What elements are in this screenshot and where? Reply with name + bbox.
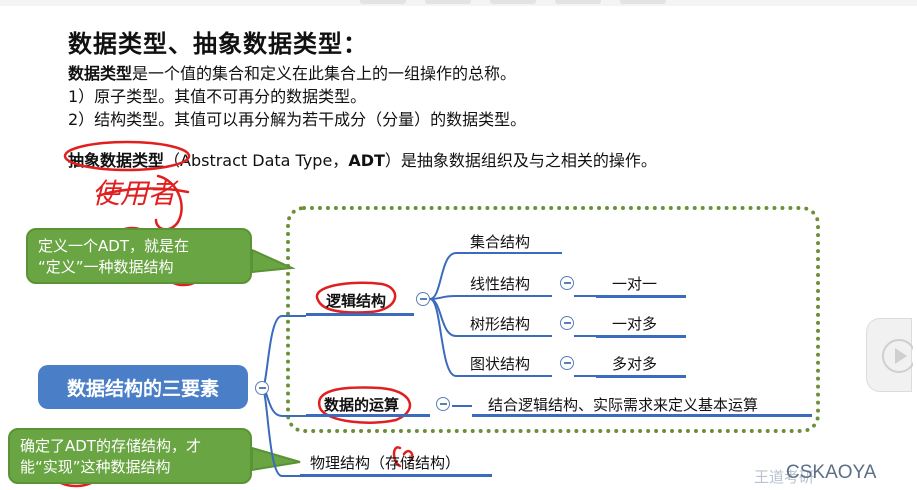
node-data-operation[interactable]: 数据的运算 (324, 396, 400, 414)
linear-collapse-icon[interactable] (560, 276, 574, 290)
node-physical-underline (300, 474, 492, 477)
callout-implement-line2: 能“实现”这种数据结构 (20, 458, 171, 476)
data-type-definition-text: 是一个值的集合和定义在此集合上的一组操作的总称。 (132, 64, 517, 83)
watermark-brand: CSKAOYA (786, 462, 877, 483)
callout-define-pointer (251, 248, 296, 274)
adt-definition: 抽象数据类型（Abstract Data Type，ADT）是抽象数据组织及与之… (68, 147, 657, 171)
adt-term: 抽象数据类型 (68, 151, 165, 170)
operation-note: 结合逻辑结构、实际需求来定义基本运算 (488, 396, 759, 414)
operation-collapse-icon[interactable] (436, 397, 450, 411)
tree-collapse-icon[interactable] (560, 316, 574, 330)
callout-define-adt: 定义一个ADT，就是在 “定义”一种数据结构 (26, 228, 252, 284)
relation-one-to-one-underline (596, 295, 686, 298)
root-collapse-icon[interactable] (255, 381, 269, 395)
node-tree-structure[interactable]: 树形结构 (470, 315, 531, 333)
node-logical-underline (306, 313, 414, 316)
callout-define-line2: “定义”一种数据结构 (38, 258, 174, 276)
node-physical-structure[interactable]: 物理结构（存储结构） (310, 454, 461, 472)
adt-definition-text: ）是抽象数据组织及与之相关的操作。 (384, 151, 657, 170)
adt-abbreviation: ADT (348, 151, 385, 170)
play-icon (882, 339, 916, 373)
callout-implement-pointer (251, 446, 301, 472)
data-type-term: 数据类型 (68, 64, 133, 83)
logical-collapse-icon[interactable] (416, 292, 430, 306)
top-toolbar-strip (0, 0, 917, 6)
relation-one-to-many: 一对多 (612, 315, 658, 333)
atomic-type-line: 1）原子类型。其值不可再分的数据类型。 (68, 87, 367, 106)
watermark-faint: 王道考研 (754, 468, 815, 486)
logical-operation-group (286, 206, 820, 433)
callout-define-adt-word: ADT (98, 237, 129, 255)
node-graph-structure[interactable]: 图状结构 (470, 355, 531, 373)
callout-define-line1: 定义一个ADT，就是在 (38, 237, 190, 255)
handwriting-annotation: 使用者 (92, 177, 177, 210)
data-type-definition: 数据类型是一个值的集合和定义在此集合上的一组操作的总称。 (68, 60, 516, 84)
relation-one-to-many-underline (596, 335, 686, 338)
node-set-structure[interactable]: 集合结构 (470, 233, 531, 251)
relation-many-to-many: 多对多 (612, 355, 658, 373)
node-operation-underline (306, 414, 430, 417)
operation-note-underline (472, 414, 812, 417)
node-logical-structure[interactable]: 逻辑结构 (326, 292, 387, 310)
node-linear-structure[interactable]: 线性结构 (470, 275, 531, 293)
adt-definition-open: （Abstract Data Type， (164, 151, 349, 170)
relation-many-to-many-underline (596, 375, 686, 378)
relation-one-to-one: 一对一 (612, 275, 658, 293)
graph-collapse-icon[interactable] (560, 356, 574, 370)
callout-implement-line1: 确定了ADT的存储结构，才 (20, 437, 201, 455)
slide-title: 数据类型、抽象数据类型： (68, 30, 368, 58)
root-node-three-elements[interactable]: 数据结构的三要素 (38, 365, 248, 409)
callout-implement-adt: 确定了ADT的存储结构，才 能“实现”这种数据结构 (8, 428, 252, 484)
side-play-button[interactable] (866, 318, 916, 392)
structured-type-line: 2）结构类型。其值可以再分解为若干成分（分量）的数据类型。 (68, 110, 527, 129)
